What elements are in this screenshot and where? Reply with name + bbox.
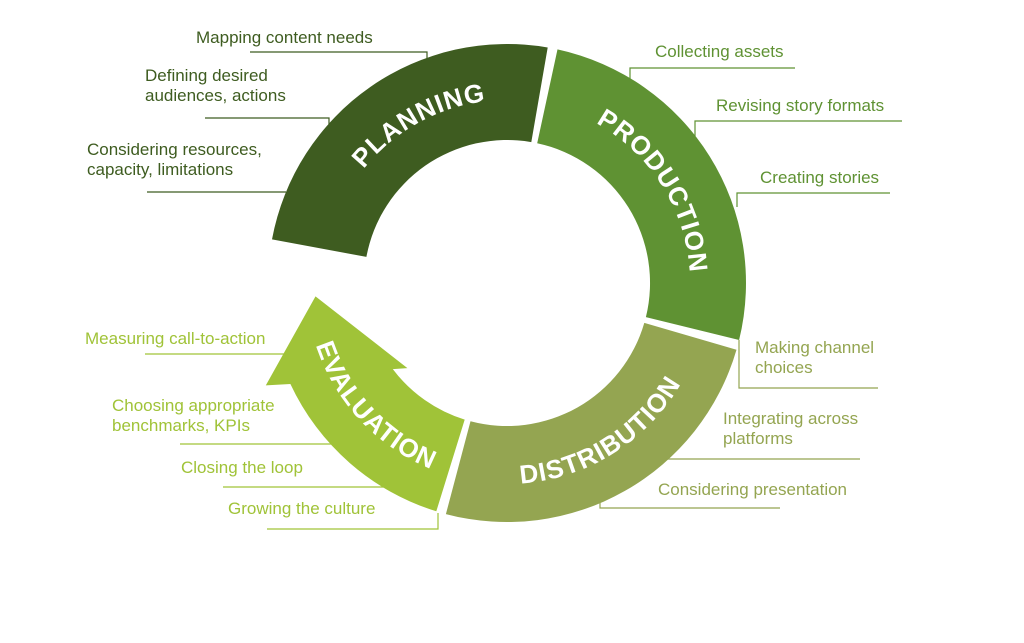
leader-line — [738, 340, 878, 389]
annotation-creating-stories: Creating stories — [760, 168, 880, 187]
leader-line — [267, 513, 439, 530]
annotation-making-channel-choices: Making channel choices — [755, 338, 875, 377]
leader-line — [694, 120, 902, 136]
annotation-defining-desired-audiences: Defining desired audiences, actions — [145, 66, 286, 105]
annotation-considering-presentation: Considering presentation — [658, 480, 848, 499]
annotation-integrating-across-platforms: Integrating across platforms — [723, 409, 859, 448]
segment-distribution — [445, 322, 737, 523]
annotation-revising-story-formats: Revising story formats — [716, 96, 885, 115]
leader-lines — [145, 51, 902, 530]
leader-line — [205, 117, 330, 125]
annotation-considering-resources: Considering resources, capacity, limitat… — [87, 140, 262, 179]
annotation-measuring-call-to-action: Measuring call-to-action — [85, 329, 266, 348]
segment-evaluation-arrow — [265, 296, 465, 512]
segment-planning — [272, 44, 548, 257]
leader-line — [250, 51, 428, 61]
segment-production — [537, 49, 746, 341]
annotation-growing-the-culture: Growing the culture — [228, 499, 376, 518]
leader-line — [599, 503, 780, 509]
annotation-mapping-content-needs: Mapping content needs — [196, 28, 373, 47]
annotation-choosing-benchmarks-kpis: Choosing appropriate benchmarks, KPIs — [112, 396, 275, 435]
leader-line — [736, 192, 890, 207]
leader-line — [629, 67, 795, 79]
ring-segments — [265, 44, 746, 523]
annotation-closing-the-loop: Closing the loop — [181, 458, 303, 477]
annotation-collecting-assets: Collecting assets — [655, 42, 784, 61]
